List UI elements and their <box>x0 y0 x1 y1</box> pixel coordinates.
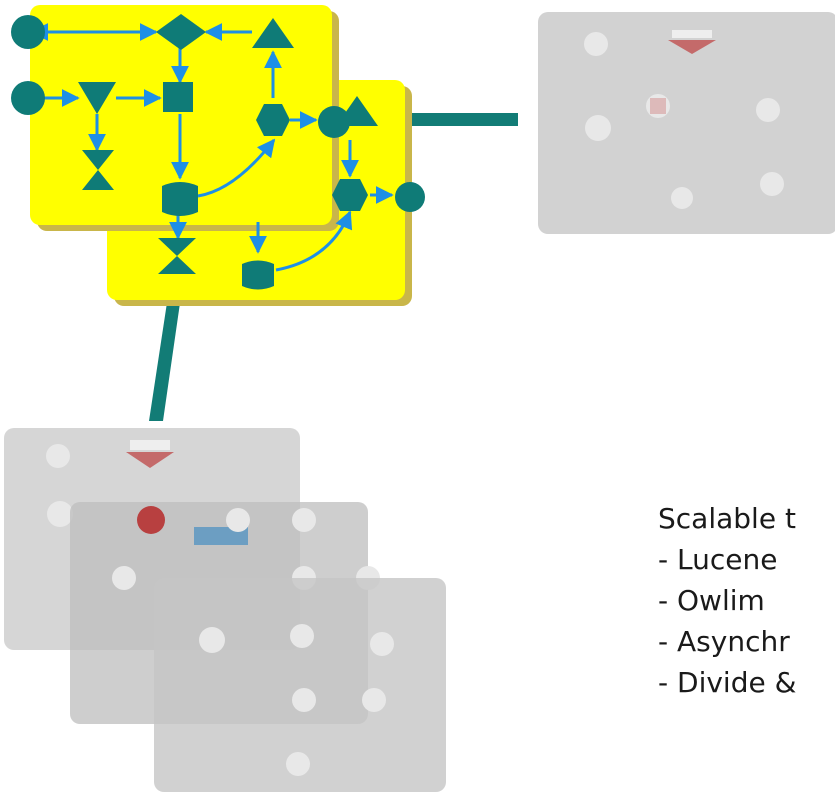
caption-item: - Asynchr <box>658 625 790 658</box>
hourglass-node <box>158 238 196 274</box>
workflow-nodes <box>11 14 425 290</box>
caption-title: Scalable t <box>658 502 796 535</box>
diamond-node <box>156 14 206 50</box>
triangle-node <box>336 96 378 126</box>
square-node <box>163 82 193 112</box>
hexagon-node <box>256 104 290 136</box>
circle-node <box>395 182 425 212</box>
caption-item: - Divide & <box>658 666 797 699</box>
connector-right <box>406 113 518 126</box>
circle-node <box>11 81 45 115</box>
faded-panel-right <box>538 12 835 234</box>
inverted-triangle-node <box>78 82 116 114</box>
caption-item: - Lucene <box>658 543 778 576</box>
circle-node <box>318 106 350 138</box>
cylinder-node <box>242 260 274 290</box>
cylinder-node <box>162 182 198 216</box>
faded-stack-panel-3 <box>154 578 446 792</box>
caption-text: Scalable t - Lucene - Owlim - Asynchr - … <box>658 498 835 703</box>
circle-node <box>11 15 45 49</box>
hourglass-node <box>82 150 114 190</box>
connector-down <box>149 296 181 421</box>
caption-item: - Owlim <box>658 584 765 617</box>
hexagon-node <box>332 179 368 211</box>
triangle-node <box>252 18 294 48</box>
